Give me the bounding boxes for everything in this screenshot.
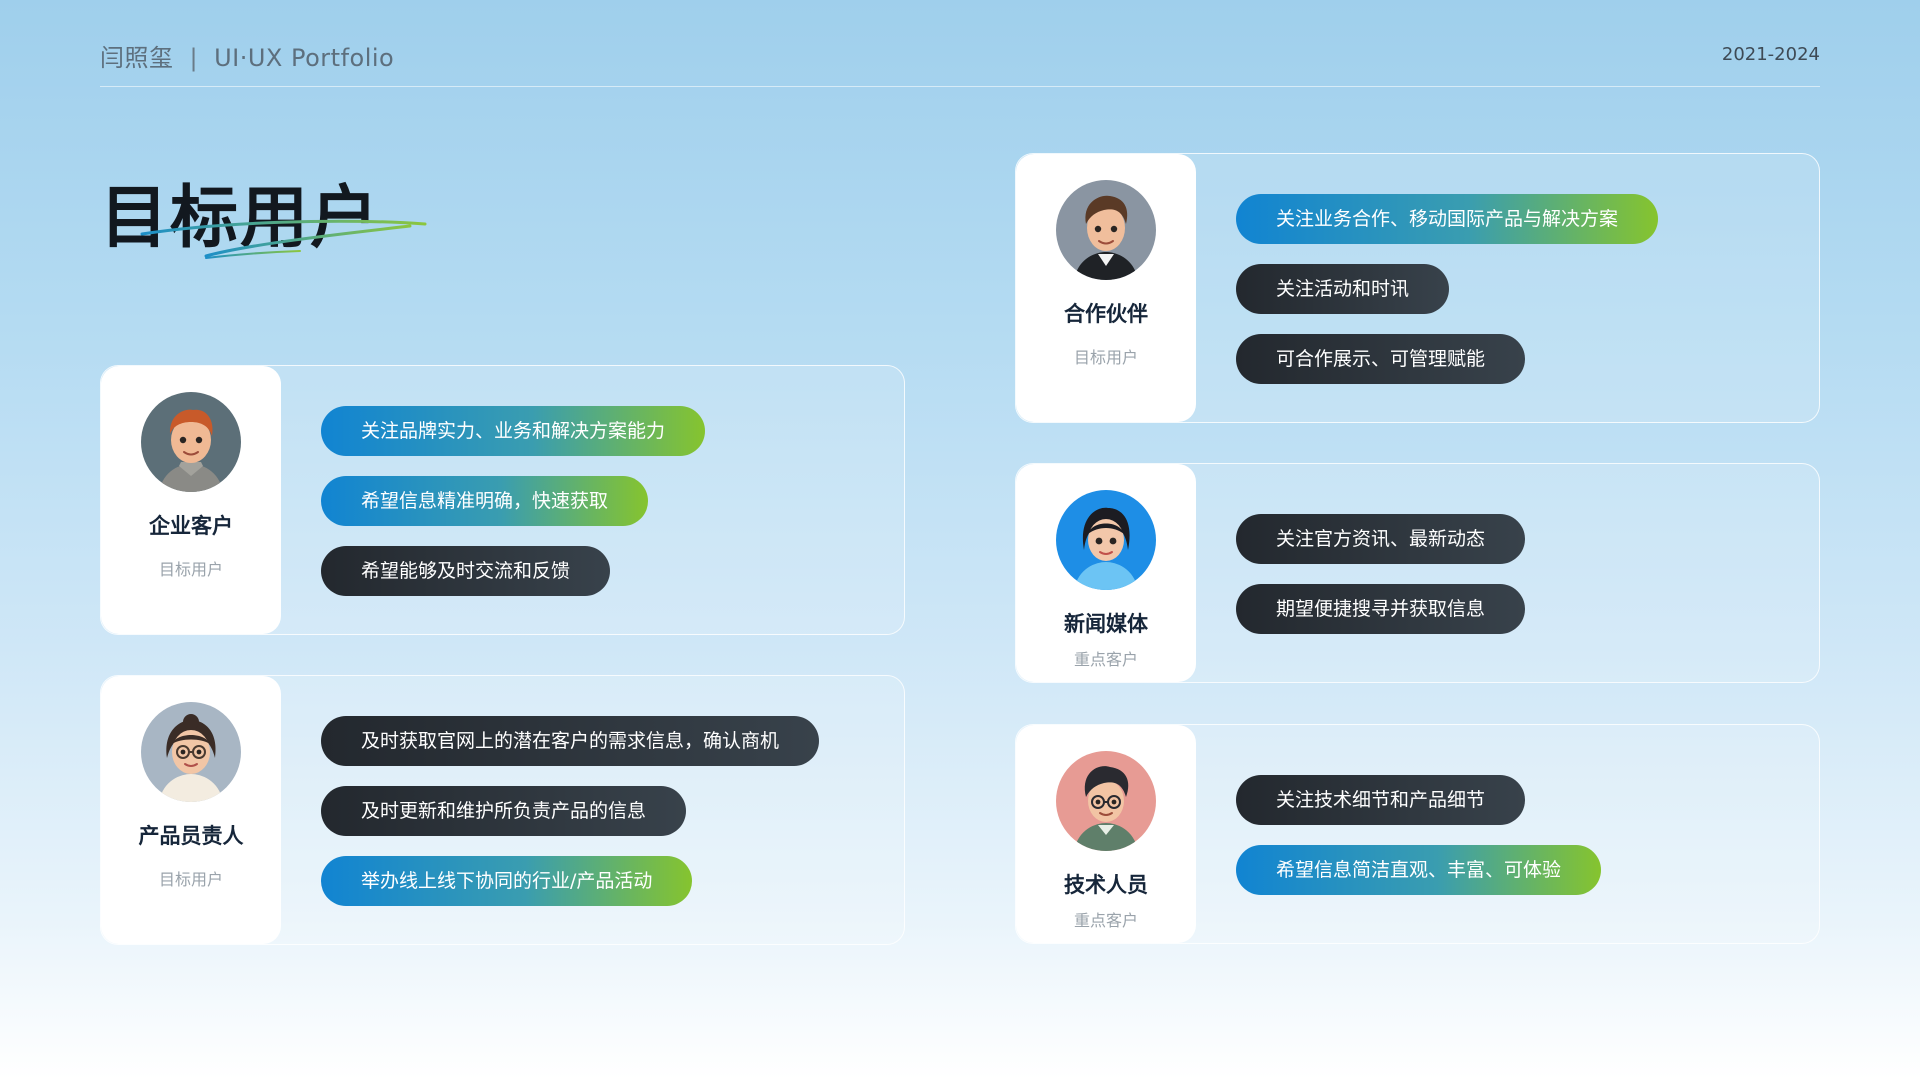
persona-tag: 目标用户 (158, 870, 223, 889)
persona-panel: 新闻媒体 重点客户 (1016, 464, 1196, 682)
need-pill: 举办线上线下协同的行业/产品活动 (321, 856, 693, 906)
page-title: 目标用户 (100, 179, 381, 258)
needs-list: 关注技术细节和产品细节 希望信息简洁直观、丰富、可体验 (1236, 775, 1602, 915)
persona-name: 技术人员 (1064, 873, 1148, 897)
persona-tag: 重点客户 (1073, 911, 1138, 930)
persona-card-enterprise-client: 企业客户 目标用户 关注品牌实力、业务和解决方案能力 希望信息精准明确，快速获取… (100, 365, 905, 635)
persona-card-news-media: 新闻媒体 重点客户 关注官方资讯、最新动态 期望便捷搜寻并获取信息 (1015, 463, 1820, 683)
need-pill: 期望便捷搜寻并获取信息 (1236, 584, 1526, 634)
persona-tag: 重点客户 (1073, 650, 1138, 669)
persona-tag: 目标用户 (158, 560, 223, 579)
page-header: 闫照玺 | UI·UX Portfolio 2021-2024 (100, 28, 1820, 87)
persona-name: 企业客户 (149, 514, 233, 538)
year-range: 2021-2024 (1721, 44, 1820, 65)
need-pill: 可合作展示、可管理赋能 (1236, 334, 1526, 384)
persona-tag: 目标用户 (1073, 348, 1138, 367)
title-underline-swoosh (140, 219, 427, 259)
needs-list: 及时获取官网上的潜在客户的需求信息，确认商机 及时更新和维护所负责产品的信息 举… (321, 716, 820, 926)
needs-list: 关注品牌实力、业务和解决方案能力 希望信息精准明确，快速获取 希望能够及时交流和… (321, 406, 706, 616)
need-pill: 关注品牌实力、业务和解决方案能力 (321, 406, 706, 456)
persona-card-product-owner: 产品员责人 目标用户 及时获取官网上的潜在客户的需求信息，确认商机 及时更新和维… (100, 675, 905, 945)
needs-list: 关注官方资讯、最新动态 期望便捷搜寻并获取信息 (1236, 514, 1526, 654)
need-pill: 及时更新和维护所负责产品的信息 (321, 786, 687, 836)
cartoon-man-red-hair-avatar-icon (141, 392, 241, 492)
cartoon-man-glasses-avatar-icon (1056, 751, 1156, 851)
cartoon-man-brown-hair-avatar-icon (1056, 180, 1156, 280)
needs-list: 关注业务合作、移动国际产品与解决方案 关注活动和时讯 可合作展示、可管理赋能 (1236, 194, 1659, 404)
need-pill: 关注官方资讯、最新动态 (1236, 514, 1526, 564)
need-pill: 希望信息简洁直观、丰富、可体验 (1236, 845, 1602, 895)
persona-name: 产品员责人 (138, 824, 244, 848)
need-pill: 及时获取官网上的潜在客户的需求信息，确认商机 (321, 716, 820, 766)
need-pill: 关注技术细节和产品细节 (1236, 775, 1526, 825)
cartoon-woman-glasses-avatar-icon (141, 702, 241, 802)
persona-panel: 产品员责人 目标用户 (101, 676, 281, 944)
need-pill: 希望能够及时交流和反馈 (321, 546, 611, 596)
persona-name: 合作伙伴 (1064, 302, 1148, 326)
portfolio-label: UI·UX Portfolio (214, 44, 395, 72)
persona-panel: 企业客户 目标用户 (101, 366, 281, 634)
need-pill: 关注活动和时讯 (1236, 264, 1450, 314)
need-pill: 关注业务合作、移动国际产品与解决方案 (1236, 194, 1659, 244)
brand: 闫照玺 | UI·UX Portfolio (100, 38, 394, 73)
persona-card-partner: 合作伙伴 目标用户 关注业务合作、移动国际产品与解决方案 关注活动和时讯 可合作… (1015, 153, 1820, 423)
persona-card-technical-staff: 技术人员 重点客户 关注技术细节和产品细节 希望信息简洁直观、丰富、可体验 (1015, 724, 1820, 944)
author-name: 闫照玺 (100, 44, 174, 72)
persona-name: 新闻媒体 (1064, 612, 1148, 636)
header-separator: | (189, 44, 199, 72)
persona-panel: 合作伙伴 目标用户 (1016, 154, 1196, 422)
cartoon-woman-blue-avatar-icon (1056, 490, 1156, 590)
persona-panel: 技术人员 重点客户 (1016, 725, 1196, 943)
need-pill: 希望信息精准明确，快速获取 (321, 476, 649, 526)
